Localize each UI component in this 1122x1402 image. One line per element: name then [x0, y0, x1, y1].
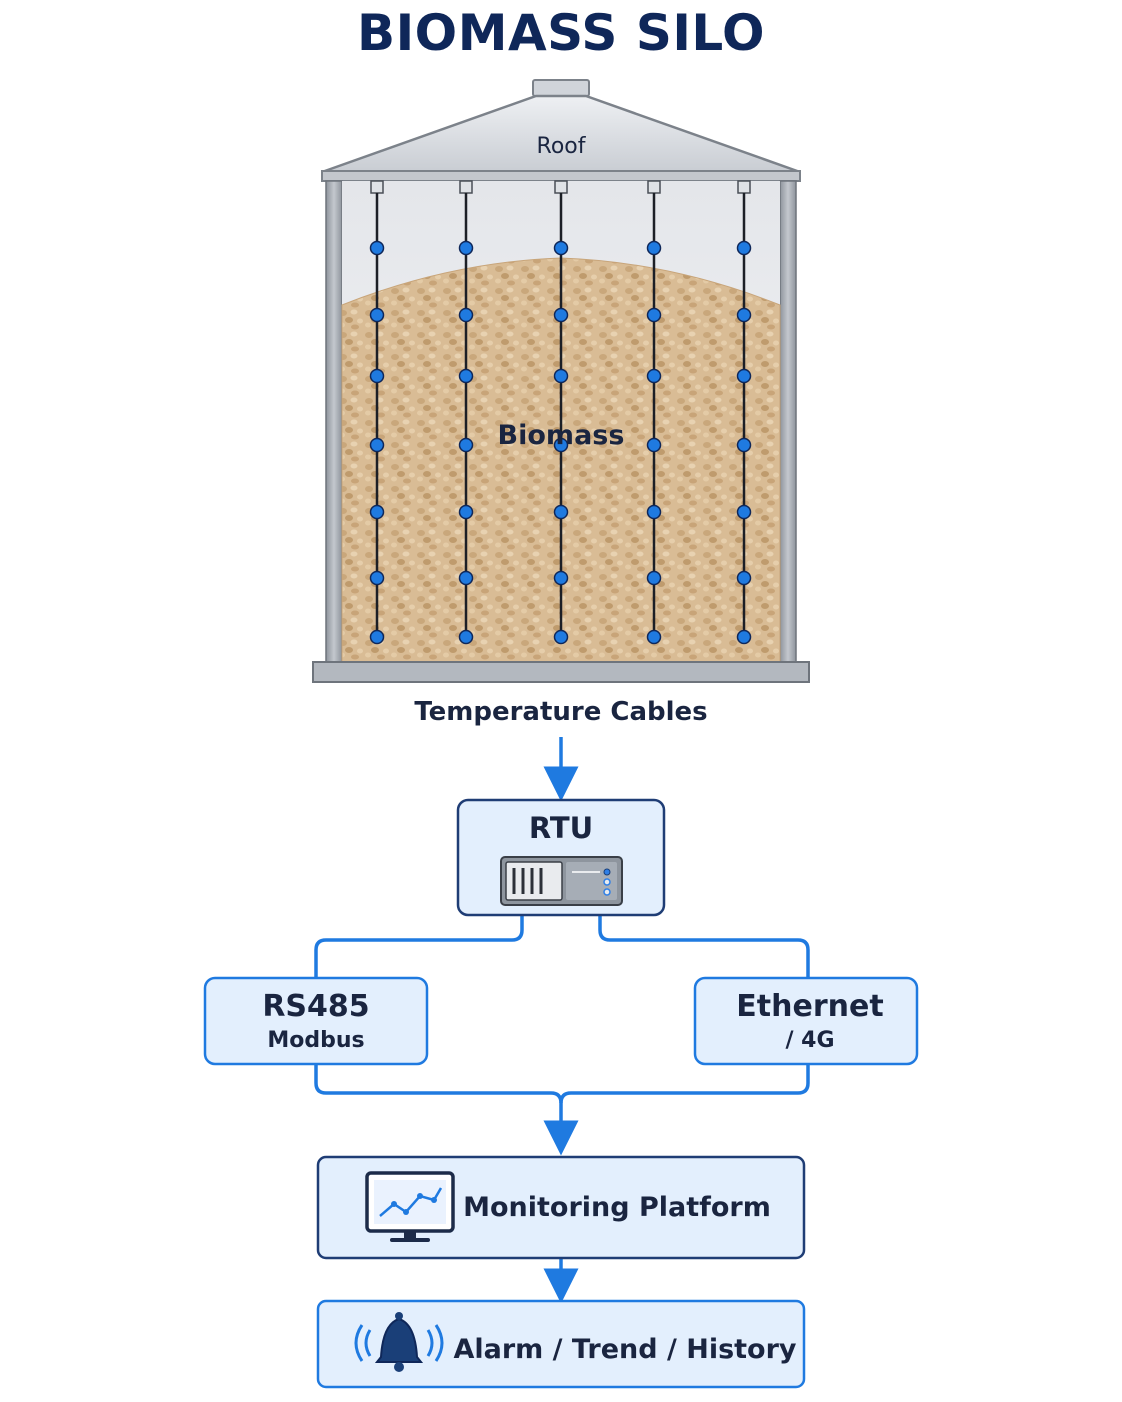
temperature-sensor [458, 307, 474, 323]
silo-wall-left [325, 180, 343, 664]
connector-rs485-to-merge [314, 1064, 579, 1156]
temperature-sensor [646, 570, 662, 586]
temperature-sensor [553, 570, 569, 586]
temperature-sensor [369, 437, 385, 453]
temperature-sensor [458, 437, 474, 453]
rtu-label: RTU [529, 811, 593, 845]
temperature-sensor [369, 570, 385, 586]
silo-base [312, 661, 810, 683]
temperature-sensor [646, 504, 662, 520]
temperature-sensor [646, 368, 662, 384]
temperature-sensor [646, 437, 662, 453]
roof-rim [321, 170, 801, 182]
temperature-cable [458, 180, 474, 645]
temperature-cables [369, 180, 752, 645]
alarm-trend-history-box: Alarm / Trend / History [316, 1299, 806, 1389]
temperature-sensor [736, 307, 752, 323]
temperature-sensor [736, 629, 752, 645]
temperature-sensor [736, 368, 752, 384]
temperature-sensor [553, 368, 569, 384]
ethernet-4g-box: Ethernet / 4G [693, 976, 919, 1066]
connector-rtu-to-rs485 [314, 915, 524, 978]
temperature-sensor [369, 240, 385, 256]
roof-vent [532, 79, 590, 97]
monitoring-platform-box: Monitoring Platform [316, 1155, 806, 1260]
temperature-sensor [736, 504, 752, 520]
rs485-label: RS485 [262, 989, 369, 1024]
temperature-sensor [553, 437, 569, 453]
temperature-sensor [553, 307, 569, 323]
cable-hanger [647, 180, 661, 194]
ethernet-label: Ethernet [736, 989, 883, 1024]
temperature-sensor [646, 240, 662, 256]
cable-hanger [737, 180, 751, 194]
temperature-cable [553, 180, 569, 645]
temperature-sensor [553, 629, 569, 645]
temperature-sensor [553, 240, 569, 256]
temperature-sensor [646, 307, 662, 323]
temperature-cable [646, 180, 662, 645]
monitoring-platform-label: Monitoring Platform [463, 1192, 771, 1223]
silo-wall-right [779, 180, 797, 664]
roof-label: Roof [537, 134, 587, 159]
4g-label: / 4G [785, 1028, 834, 1053]
biomass-label: Biomass [498, 420, 625, 451]
temperature-sensor [458, 629, 474, 645]
temperature-cables-label: Temperature Cables [414, 697, 707, 727]
temperature-sensor [736, 240, 752, 256]
cable-hanger [554, 180, 568, 194]
temperature-sensor [553, 504, 569, 520]
connector-ethernet-to-merge [559, 1064, 810, 1104]
modbus-label: Modbus [267, 1028, 364, 1053]
alarm-bell-icon [354, 1312, 444, 1372]
cable-hanger [459, 180, 473, 194]
temperature-sensor [369, 307, 385, 323]
temperature-sensor [736, 437, 752, 453]
silo: Roof Biomass [312, 79, 810, 683]
rtu-device-icon [500, 856, 623, 906]
temperature-sensor [646, 629, 662, 645]
temperature-sensor [458, 240, 474, 256]
monitor-chart-icon [365, 1171, 455, 1242]
temperature-sensor [458, 504, 474, 520]
temperature-sensor [458, 368, 474, 384]
temperature-cable [736, 180, 752, 645]
temperature-sensor [369, 368, 385, 384]
alarm-trend-history-label: Alarm / Trend / History [453, 1334, 796, 1365]
temperature-cable [369, 180, 385, 645]
temperature-sensor [458, 570, 474, 586]
temperature-sensor [369, 629, 385, 645]
temperature-sensor [369, 504, 385, 520]
connector-rtu-to-ethernet [598, 915, 810, 978]
rtu-box: RTU [456, 798, 666, 917]
connectors [314, 737, 810, 1304]
rs485-modbus-box: RS485 Modbus [203, 976, 429, 1066]
temperature-sensor [736, 570, 752, 586]
diagram-title: BIOMASS SILO [356, 4, 766, 62]
cable-hanger [370, 180, 384, 194]
